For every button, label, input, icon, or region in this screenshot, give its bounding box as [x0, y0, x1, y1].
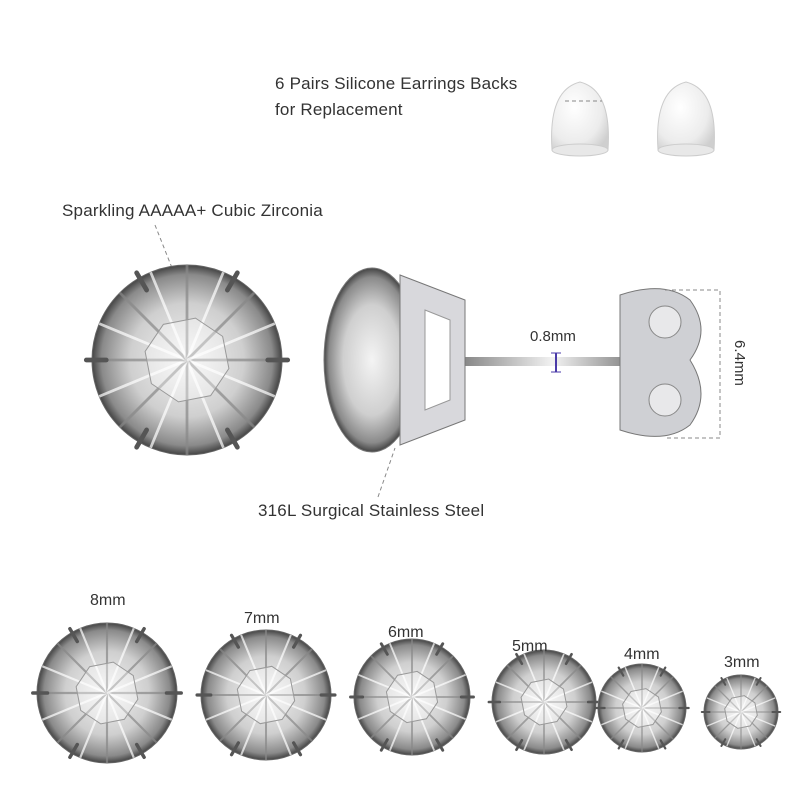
backs-label-line1: 6 Pairs Silicone Earrings Backs: [275, 74, 518, 93]
zirconia-label: Sparkling AAAAA+ Cubic Zirconia: [62, 201, 323, 220]
prong: [68, 626, 79, 644]
gem-4mm: [594, 663, 690, 753]
prong: [617, 666, 625, 677]
prong: [720, 677, 727, 686]
post-diameter-label: 0.8mm: [530, 328, 576, 345]
earring-side-view: [323, 267, 702, 453]
callout-line-steel: [377, 447, 396, 498]
size-label-6mm: 6mm: [388, 624, 424, 641]
prong: [515, 738, 524, 752]
main-zirconia-gem: [83, 264, 291, 456]
prong: [292, 741, 303, 757]
prong: [292, 633, 303, 649]
prong: [659, 739, 667, 750]
gem-5mm: [487, 649, 601, 755]
prong: [379, 738, 389, 752]
size-label-5mm: 5mm: [512, 638, 548, 655]
silicone-back-2: [657, 81, 715, 157]
prong: [755, 677, 762, 686]
prong: [659, 666, 667, 677]
prong: [617, 739, 625, 750]
prong: [435, 738, 445, 752]
prong: [225, 270, 240, 293]
size-label-4mm: 4mm: [624, 646, 660, 663]
prong: [755, 738, 762, 747]
prong: [134, 270, 149, 293]
prong: [229, 633, 240, 649]
prong: [564, 738, 573, 752]
gem-3mm: [700, 674, 782, 750]
size-label-3mm: 3mm: [724, 654, 760, 671]
prong: [515, 652, 524, 666]
steel-label: 316L Surgical Stainless Steel: [258, 501, 485, 520]
size-label-7mm: 7mm: [244, 610, 280, 627]
prong: [68, 742, 79, 760]
prong: [229, 741, 240, 757]
back-height-label: 6.4mm: [731, 340, 748, 386]
prong: [564, 652, 573, 666]
prong: [435, 642, 445, 656]
prong: [135, 742, 146, 760]
gem-6mm: [349, 638, 475, 756]
gem-7mm: [195, 629, 337, 761]
prong: [720, 738, 727, 747]
silicone-back-1: [551, 81, 609, 157]
earring-post: [465, 357, 640, 366]
prong: [225, 427, 240, 450]
backs-label-line2: for Replacement: [275, 100, 403, 119]
back-dimension-bracket: [665, 289, 721, 439]
prong: [134, 427, 149, 450]
callout-line-zirconia: [154, 224, 177, 279]
size-label-8mm: 8mm: [90, 592, 126, 609]
gem-8mm: [31, 622, 183, 764]
prong: [135, 626, 146, 644]
prong: [379, 642, 389, 656]
